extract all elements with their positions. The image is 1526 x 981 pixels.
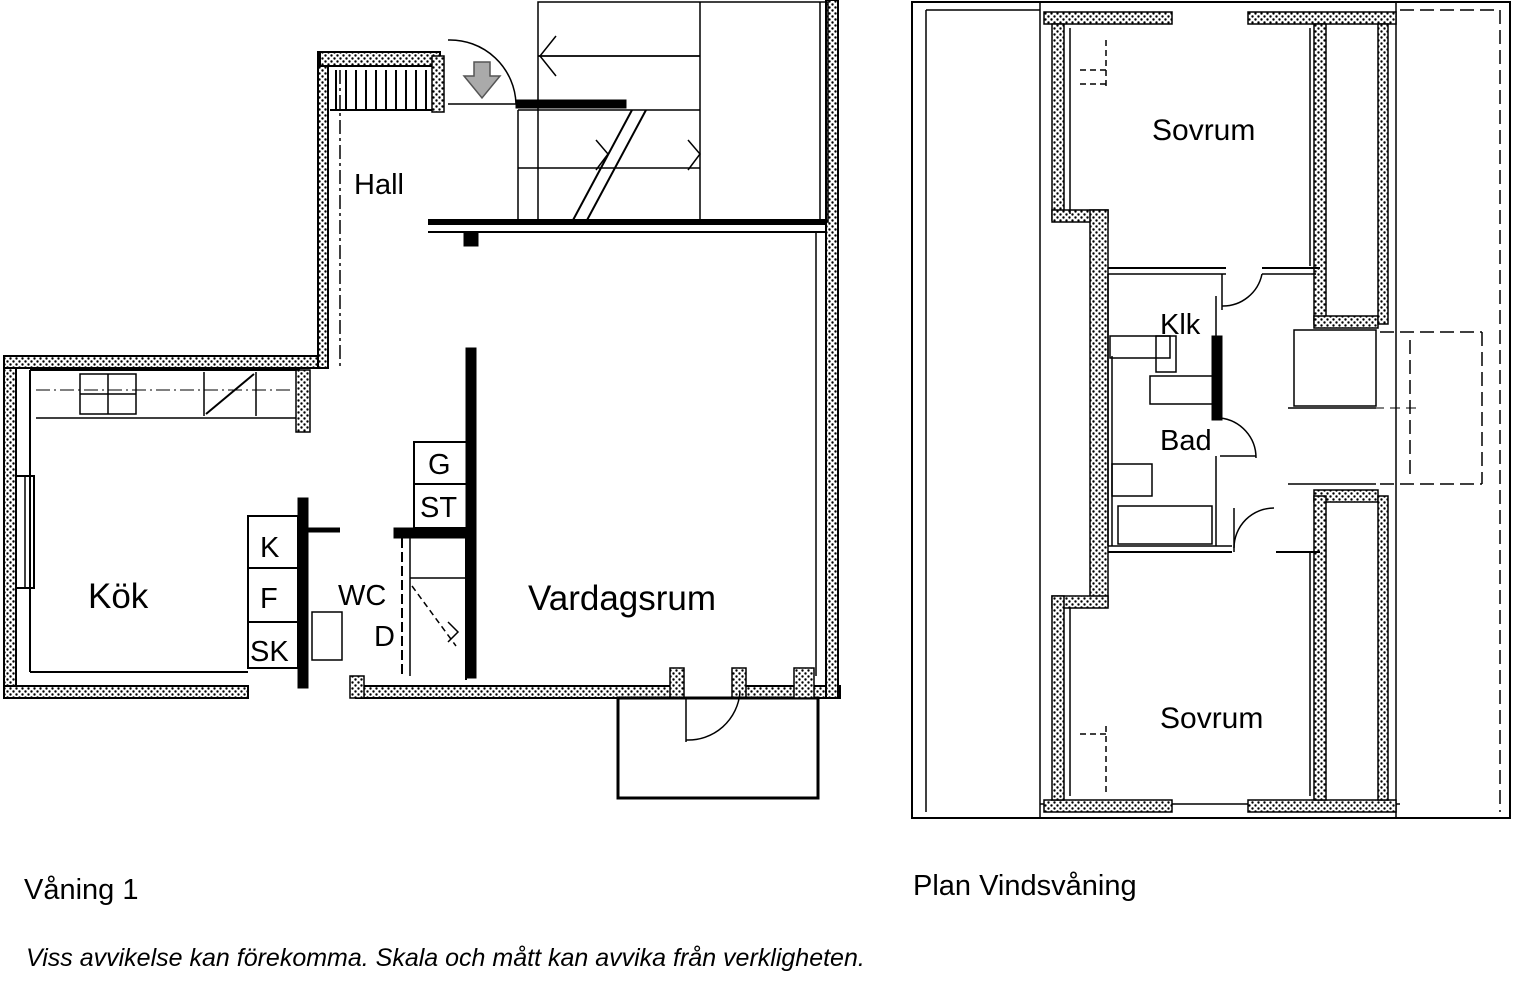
label-g: G (428, 449, 451, 481)
attic-plan (911, 1, 1511, 819)
balcony (616, 696, 820, 800)
label-kok: Kök (88, 577, 149, 616)
disclaimer: Viss avvikelse kan förekomma. Skala och … (26, 944, 865, 972)
label-vardagsrum: Vardagsrum (528, 579, 716, 618)
attic-labels: Sovrum Klk Bad Sovrum (1152, 114, 1263, 735)
label-sovrum-top: Sovrum (1152, 114, 1255, 147)
label-sk: SK (250, 636, 289, 668)
attic-caption: Plan Vindsvåning (913, 870, 1137, 902)
entrance-arrow-icon (462, 61, 502, 100)
label-hall: Hall (354, 169, 404, 201)
label-klk: Klk (1160, 309, 1201, 341)
floor1-labels: Hall Kök Vardagsrum WC D G ST K F SK (88, 169, 716, 668)
label-st: ST (420, 492, 457, 524)
label-wc: WC (338, 580, 386, 612)
label-f: F (260, 583, 278, 615)
label-k: K (260, 532, 280, 564)
label-sovrum-bottom: Sovrum (1160, 702, 1263, 735)
label-d: D (374, 621, 395, 653)
floor1-caption: Våning 1 (24, 874, 139, 906)
floor1-plan (3, 0, 841, 800)
hall-stairs (330, 70, 440, 111)
label-bad: Bad (1160, 425, 1212, 457)
main-staircase (517, 1, 829, 223)
